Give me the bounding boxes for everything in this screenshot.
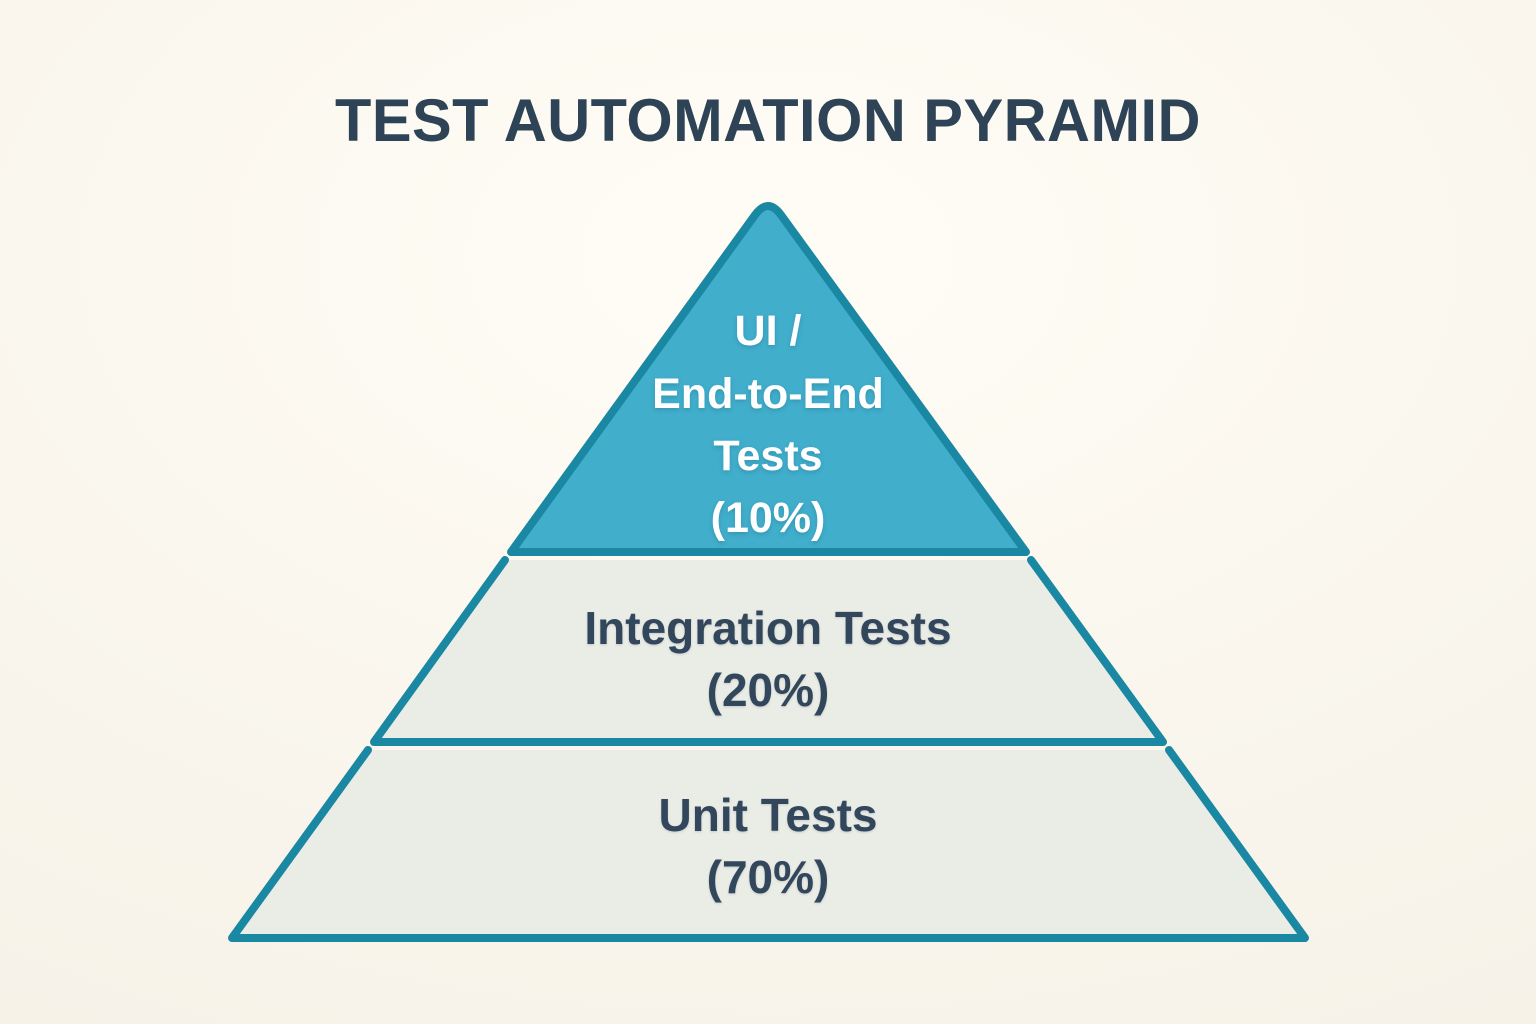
integration-label-percent: (20%) <box>707 664 830 716</box>
ui-e2e-label-line-2: End-to-End <box>652 370 884 418</box>
integration-layer-shape <box>374 560 1163 742</box>
ui-e2e-label-line-1: UI / <box>735 307 802 355</box>
ui-e2e-label-line-3: Tests <box>713 432 822 480</box>
unit-label-percent: (70%) <box>707 851 830 903</box>
page-title: TEST AUTOMATION PYRAMID <box>335 87 1201 154</box>
ui-e2e-layer-shape <box>507 202 1030 556</box>
integration-label: Integration Tests <box>584 602 951 654</box>
ui-e2e-label-percent: (10%) <box>711 494 826 542</box>
unit-label: Unit Tests <box>659 789 878 841</box>
unit-layer-border <box>228 746 1309 942</box>
pyramid-layer-unit: Unit Tests (70%) <box>228 746 1309 942</box>
pyramid-layer-ui-e2e: UI / End-to-End Tests (10%) <box>507 202 1030 556</box>
pyramid-layer-integration: Integration Tests (20%) <box>370 556 1167 746</box>
unit-layer-shape <box>232 750 1305 938</box>
integration-layer-border <box>370 556 1167 746</box>
